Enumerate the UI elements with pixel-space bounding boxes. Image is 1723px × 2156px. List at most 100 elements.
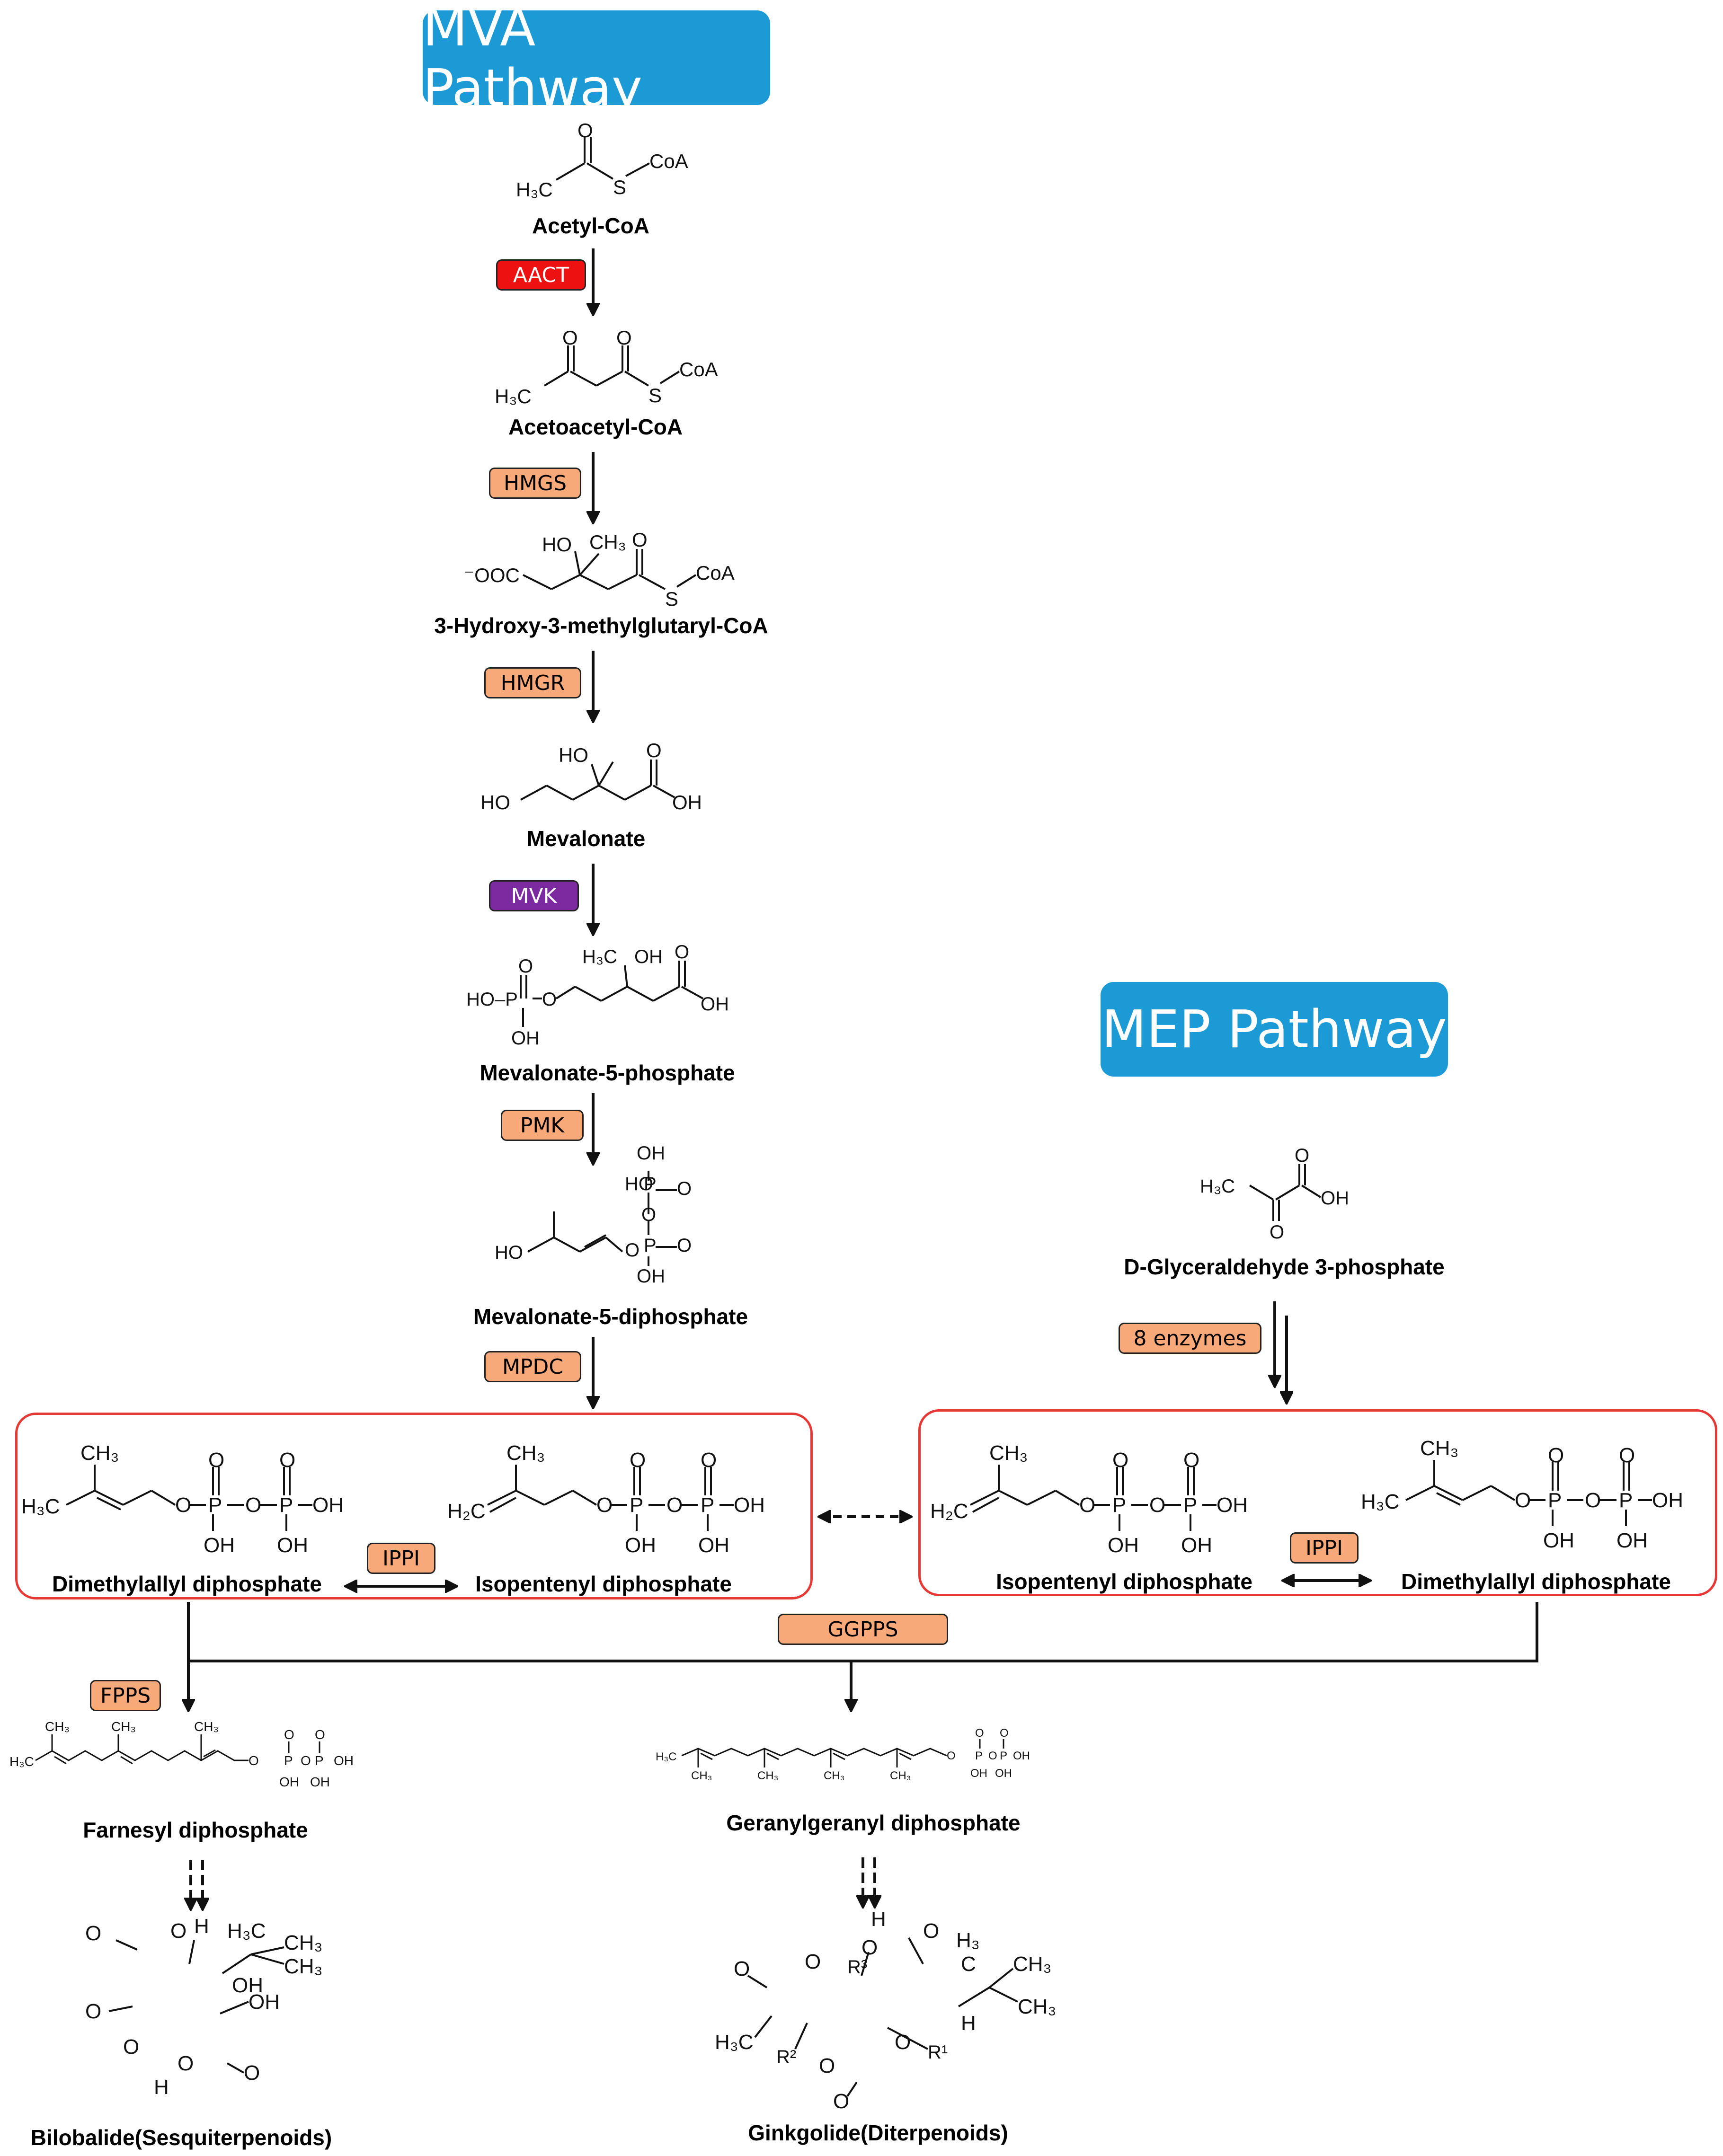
svg-text:O: O bbox=[632, 529, 648, 551]
svg-text:O: O bbox=[208, 1449, 224, 1472]
svg-text:OH: OH bbox=[1321, 1188, 1349, 1209]
svg-text:O: O bbox=[1112, 1449, 1128, 1472]
line-left-down bbox=[187, 1602, 1538, 1662]
compound-dmapp-right: Dimethylallyl diphosphate bbox=[1401, 1569, 1671, 1594]
svg-text:P: P bbox=[208, 1493, 222, 1517]
enzyme-mpdc: MPDC bbox=[484, 1351, 581, 1382]
svg-text:OH: OH bbox=[1013, 1750, 1030, 1762]
enzyme-fpps: FPPS bbox=[90, 1680, 161, 1711]
svg-text:OH: OH bbox=[701, 994, 729, 1015]
svg-text:H₃: H₃ bbox=[956, 1929, 980, 1952]
svg-text:OH: OH bbox=[672, 791, 702, 813]
enzyme-ippi-left: IPPI bbox=[367, 1543, 435, 1574]
svg-text:O: O bbox=[301, 1753, 311, 1768]
svg-text:P: P bbox=[1548, 1489, 1562, 1512]
svg-text:OH: OH bbox=[204, 1534, 235, 1557]
svg-text:O: O bbox=[677, 1178, 692, 1199]
svg-text:O: O bbox=[542, 989, 557, 1010]
svg-text:O: O bbox=[625, 1240, 639, 1261]
enzyme-ggpps: GGPPS bbox=[778, 1614, 948, 1645]
svg-text:O: O bbox=[1183, 1449, 1199, 1472]
svg-text:CH₃: CH₃ bbox=[757, 1769, 778, 1782]
svg-text:HO: HO bbox=[542, 533, 572, 556]
svg-text:P: P bbox=[1619, 1489, 1633, 1512]
svg-text:OH: OH bbox=[1616, 1529, 1648, 1552]
svg-text:CH₃: CH₃ bbox=[284, 1955, 322, 1978]
svg-text:CH₃: CH₃ bbox=[589, 531, 626, 553]
compound-ipp-right: Isopentenyl diphosphate bbox=[996, 1569, 1252, 1594]
structure-acetoacetyl-coa: O O H₃C S CoA bbox=[495, 327, 718, 407]
svg-text:O: O bbox=[641, 1204, 656, 1225]
compound-g3p: D-Glyceraldehyde 3-phosphate bbox=[1124, 1255, 1445, 1279]
svg-text:O: O bbox=[315, 1727, 325, 1742]
structure-g3p: H₃C O O OH bbox=[1200, 1145, 1349, 1242]
svg-text:S: S bbox=[648, 384, 662, 406]
svg-text:O: O bbox=[249, 1753, 259, 1768]
structure-hmg-coa: HO CH₃ O ⁻OOC S CoA bbox=[464, 529, 735, 610]
svg-text:CH₃: CH₃ bbox=[284, 1931, 322, 1954]
svg-text:O: O bbox=[577, 123, 593, 141]
svg-text:OH: OH bbox=[1181, 1534, 1212, 1557]
structure-ipp-left: CH₃ H₂C O O P O O P OH OH OH bbox=[447, 1441, 765, 1557]
svg-text:H₃C: H₃C bbox=[495, 385, 532, 407]
svg-text:CH₃: CH₃ bbox=[1013, 1953, 1051, 1976]
svg-text:CH₃: CH₃ bbox=[1018, 1995, 1056, 2018]
svg-text:OH: OH bbox=[637, 1145, 665, 1164]
svg-text:O: O bbox=[518, 956, 533, 977]
svg-text:HO: HO bbox=[625, 1174, 653, 1194]
compound-hmg-coa: 3-Hydroxy-3-methylglutaryl-CoA bbox=[434, 613, 768, 638]
svg-text:R²: R² bbox=[776, 2047, 796, 2068]
svg-text:H₃C: H₃C bbox=[21, 1495, 60, 1518]
svg-text:P: P bbox=[284, 1753, 293, 1768]
compound-acetoacetyl-coa: Acetoacetyl-CoA bbox=[508, 415, 683, 439]
svg-text:P: P bbox=[975, 1750, 983, 1762]
svg-text:H₃C: H₃C bbox=[227, 1919, 266, 1943]
svg-text:O: O bbox=[1515, 1489, 1531, 1512]
svg-text:OH: OH bbox=[1217, 1493, 1248, 1517]
svg-text:O: O bbox=[646, 739, 662, 761]
svg-text:O: O bbox=[1000, 1727, 1009, 1740]
svg-text:OH: OH bbox=[625, 1534, 656, 1557]
svg-text:P: P bbox=[701, 1493, 714, 1517]
svg-text:OH: OH bbox=[1652, 1489, 1683, 1512]
svg-text:O: O bbox=[1295, 1145, 1309, 1166]
compound-bilobalide: Bilobalide(Sesquiterpenoids) bbox=[30, 2125, 332, 2150]
compound-ipp-left: Isopentenyl diphosphate bbox=[475, 1572, 732, 1596]
svg-text:P: P bbox=[315, 1753, 324, 1768]
svg-text:O: O bbox=[675, 942, 689, 963]
structure-mevalonate: HO O HO OH bbox=[480, 739, 702, 813]
svg-text:P: P bbox=[630, 1493, 643, 1517]
svg-text:O: O bbox=[630, 1449, 646, 1472]
svg-text:O: O bbox=[975, 1727, 984, 1740]
structure-dmapp-right: CH₃ H₃C O O P O O P OH OH OH bbox=[1361, 1437, 1683, 1552]
compound-acetyl-coa: Acetyl-CoA bbox=[532, 213, 649, 238]
svg-text:CH₃: CH₃ bbox=[890, 1769, 911, 1782]
svg-text:OH: OH bbox=[1543, 1529, 1574, 1552]
svg-text:OH: OH bbox=[511, 1028, 540, 1049]
svg-text:OH: OH bbox=[232, 1974, 263, 1997]
svg-text:CH₃: CH₃ bbox=[45, 1719, 70, 1734]
svg-text:H₃C: H₃C bbox=[715, 2031, 753, 2054]
svg-text:OH: OH bbox=[970, 1767, 987, 1780]
structure-dmapp-left: CH₃ H₃C O O P O O P OH OH OH bbox=[21, 1441, 344, 1557]
svg-text:H₂C: H₂C bbox=[447, 1500, 486, 1523]
enzyme-hmgr: HMGR bbox=[484, 667, 581, 698]
compound-mevalonate-5-phosphate: Mevalonate-5-phosphate bbox=[480, 1060, 735, 1085]
svg-text:O: O bbox=[833, 2090, 849, 2113]
mva-ipp-pool bbox=[15, 1413, 813, 1599]
svg-text:O: O bbox=[947, 1750, 956, 1762]
svg-text:C: C bbox=[961, 1953, 976, 1976]
svg-text:O: O bbox=[170, 1919, 187, 1943]
svg-text:O: O bbox=[701, 1449, 717, 1472]
compound-farnesyl-diphosphate: Farnesyl diphosphate bbox=[83, 1818, 308, 1842]
svg-text:H₂C: H₂C bbox=[930, 1500, 968, 1523]
svg-text:H₃C: H₃C bbox=[582, 946, 617, 967]
svg-text:O: O bbox=[1270, 1222, 1284, 1242]
svg-text:O: O bbox=[85, 1922, 101, 1945]
svg-text:P: P bbox=[1000, 1750, 1007, 1762]
mep-ipp-pool bbox=[918, 1409, 1717, 1596]
svg-text:CoA: CoA bbox=[679, 358, 718, 380]
svg-text:O: O bbox=[734, 1957, 750, 1980]
svg-text:O: O bbox=[1079, 1493, 1095, 1517]
compound-mevalonate-5-diphosphate: Mevalonate-5-diphosphate bbox=[473, 1304, 748, 1329]
